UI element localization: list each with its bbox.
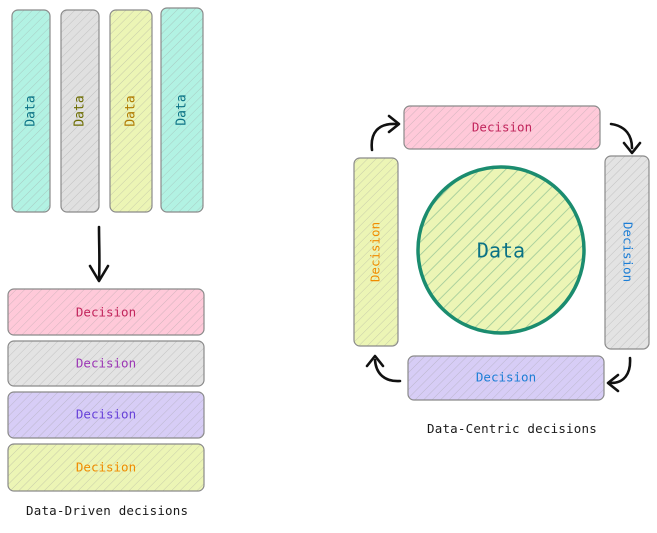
left-data-column-4-label: Data <box>175 94 190 125</box>
down-arrow-icon <box>88 225 110 283</box>
right-cycle: Decision Decision Decision Decision Data <box>353 105 650 401</box>
cycle-arrow-top-right-icon <box>609 122 642 155</box>
left-data-column-4: Data <box>160 7 204 213</box>
cycle-arrow-bottom-left-icon <box>365 354 402 383</box>
left-decision-row-3-label: Decision <box>76 407 136 422</box>
left-data-columns: Data Data Data Data <box>11 7 204 213</box>
data-centric-caption: Data-Centric decisions <box>427 421 597 436</box>
left-decision-row-2-label: Decision <box>76 356 136 371</box>
right-decision-bottom: Decision <box>407 355 605 401</box>
right-decision-right: Decision <box>604 155 650 350</box>
right-decision-bottom-label: Decision <box>476 370 536 385</box>
left-data-column-3: Data <box>109 9 153 213</box>
left-decision-row-3: Decision <box>7 391 205 439</box>
left-data-column-1: Data <box>11 9 51 213</box>
data-driven-caption: Data-Driven decisions <box>26 503 189 518</box>
cycle-arrow-top-left-icon <box>370 114 401 152</box>
left-decision-rows: Decision Decision Decision Decision <box>7 288 205 492</box>
left-decision-row-2: Decision <box>7 340 205 387</box>
center-data-circle: Data <box>416 165 586 335</box>
left-data-column-1-label: Data <box>24 95 39 126</box>
cycle-arrow-bottom-right-icon <box>606 356 632 393</box>
center-data-label: Data <box>477 239 525 263</box>
right-decision-left-label: Decision <box>368 222 383 282</box>
left-decision-row-4-label: Decision <box>76 460 136 475</box>
right-decision-top-label: Decision <box>472 120 532 135</box>
left-decision-row-4: Decision <box>7 443 205 492</box>
left-decision-row-1: Decision <box>7 288 205 336</box>
left-data-column-3-label: Data <box>124 95 139 126</box>
right-decision-top: Decision <box>403 105 601 150</box>
right-decision-left: Decision <box>353 157 399 347</box>
left-data-column-2-label: Data <box>73 95 88 126</box>
right-decision-right-label: Decision <box>621 222 636 282</box>
left-decision-row-1-label: Decision <box>76 305 136 320</box>
left-data-column-2: Data <box>60 9 100 213</box>
